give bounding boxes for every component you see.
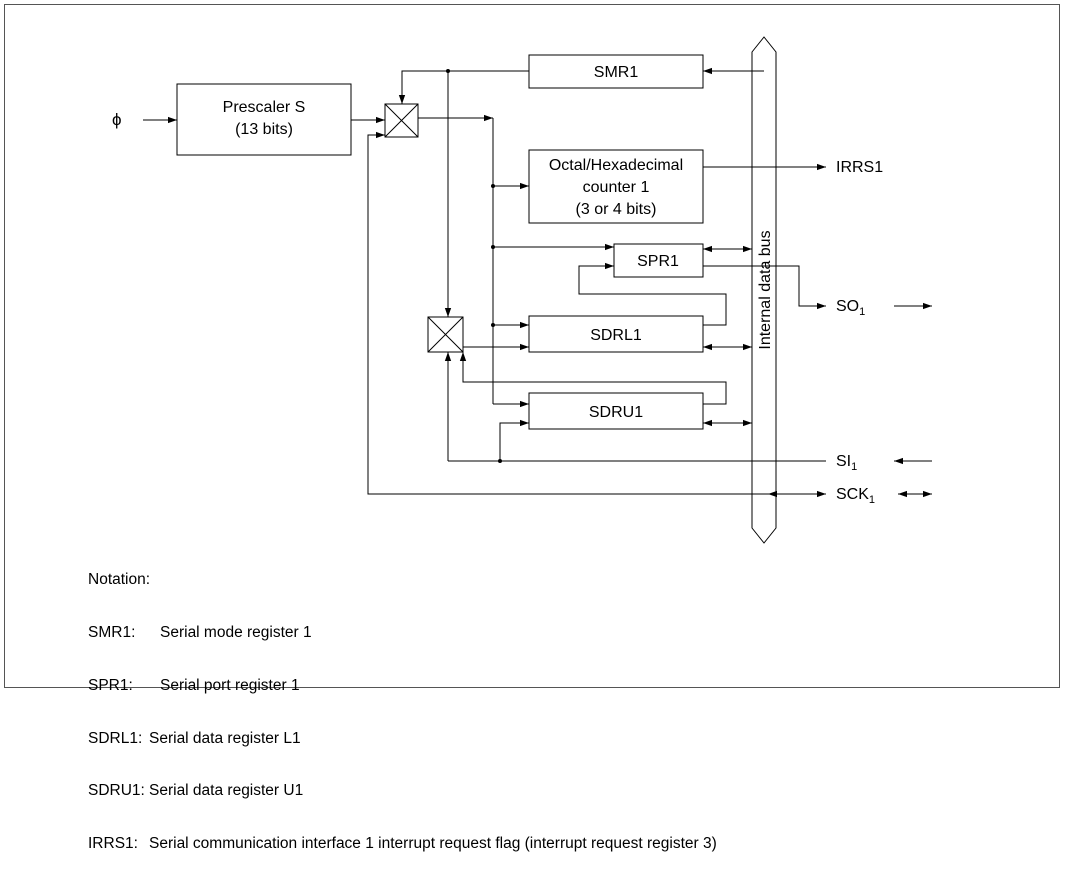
prescaler-title: Prescaler S [223, 99, 306, 116]
top-selector-switch [384, 103, 419, 138]
notation-abbr: IRRS1: [88, 835, 138, 853]
notation-legend: Notation: SMR1: Serial mode register 1 SP… [88, 536, 717, 870]
sck1-label: SCK1 [836, 486, 875, 506]
counter-label-1: Octal/Hexadecimal [549, 157, 683, 174]
bus-label: Internal data bus [757, 230, 774, 349]
sdrl1-block [528, 315, 704, 353]
sdru1-block [528, 392, 704, 430]
so1-label: SO1 [836, 298, 865, 318]
sdru1-label: SDRU1 [589, 404, 643, 421]
notation-abbr: SMR1: [88, 623, 136, 641]
sdrl1-label: SDRL1 [590, 327, 642, 344]
smr1-label: SMR1 [594, 64, 639, 81]
phi-label: ϕ [112, 110, 122, 129]
prescaler-block [176, 83, 352, 156]
internal-data-bus [751, 36, 777, 544]
notation-abbr: SDRU1: [88, 782, 145, 800]
notation-abbr: SPR1: [88, 676, 133, 694]
notation-desc: Serial communication interface 1 interru… [149, 835, 717, 853]
si1-label: SI1 [836, 453, 857, 473]
counter-label-2: counter 1 [583, 179, 650, 196]
notation-item: SMR1: Serial mode register 1 [88, 624, 717, 642]
notation-desc: Serial port register 1 [160, 676, 300, 694]
notation-heading: Notation: [88, 571, 151, 589]
bottom-selector-switch [427, 316, 464, 353]
figure-frame [4, 4, 1060, 688]
notation-item: SDRL1: Serial data register L1 [88, 730, 717, 748]
junction-dots [446, 69, 502, 463]
spr1-block [613, 243, 704, 278]
notation-item: SDRU1:Serial data register U1 [88, 782, 717, 800]
notation-desc: Serial data register U1 [149, 782, 304, 800]
notation-item: IRRS1: Serial communication interface 1 i… [88, 835, 717, 853]
serial-interface-block-diagram: ϕ Prescaler S (13 bits) SMR1 Octal/Hexad… [4, 4, 1060, 688]
notation-desc: Serial data register L1 [149, 729, 301, 747]
notation-abbr: SDRL1: [88, 729, 143, 747]
notation-item: SPR1: Serial port register 1 [88, 677, 717, 695]
spr1-label: SPR1 [637, 253, 679, 270]
irrs1-label: IRRS1 [836, 159, 883, 176]
prescaler-bits: (13 bits) [235, 121, 293, 138]
notation-desc: Serial mode register 1 [160, 623, 312, 641]
counter-label-3: (3 or 4 bits) [576, 201, 657, 218]
